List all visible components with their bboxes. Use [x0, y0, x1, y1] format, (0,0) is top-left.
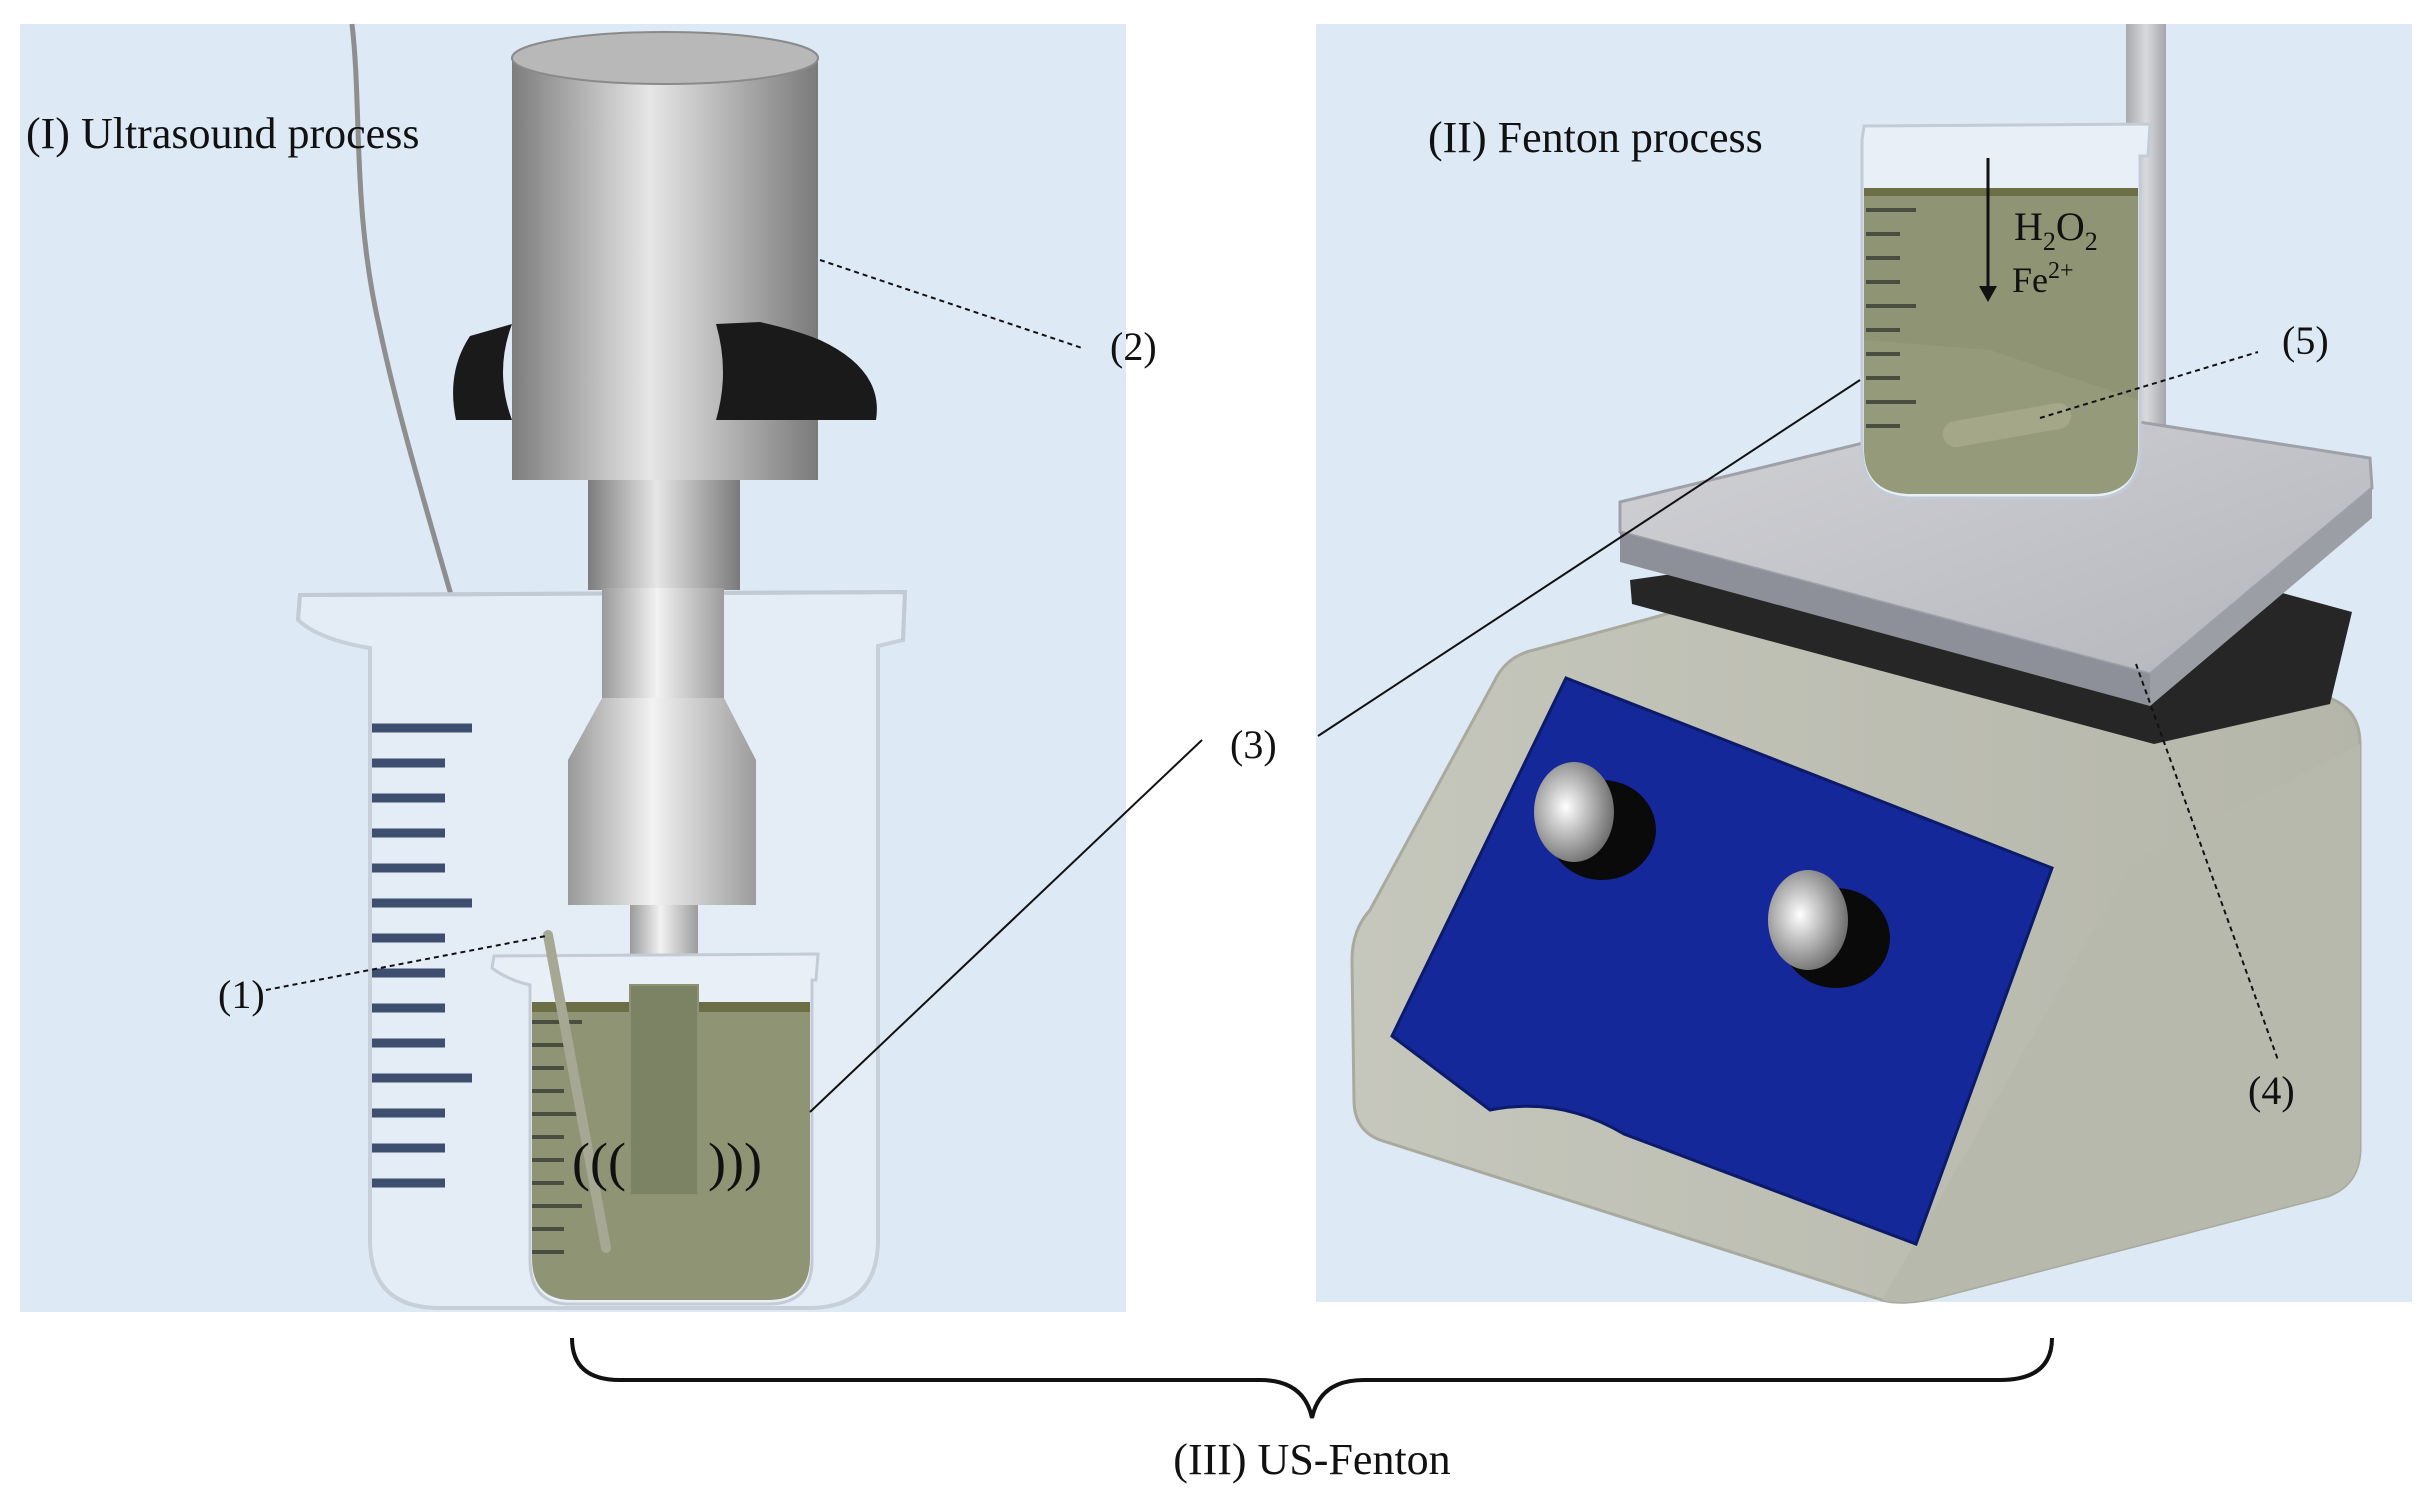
iron-ion-formula: Fe2+: [2012, 258, 2074, 300]
temperature-knob: [1768, 870, 1890, 988]
fenton-beaker: [1860, 122, 2152, 500]
transducer-clamp: [453, 322, 877, 420]
label-5-leader: [2039, 351, 2259, 419]
wave-right: ))): [708, 1132, 762, 1192]
label-3-leader-left: [809, 739, 1203, 1113]
outer-beaker-graduations: [372, 723, 472, 1188]
label-stir-bar: (5): [2282, 318, 2329, 363]
fenton-beaker-graduations: [1866, 208, 1916, 428]
label-2-leader: [819, 259, 1083, 349]
combined-process-brace: [570, 1337, 2054, 1419]
ultrasound-process-title: (I) Ultrasound process: [26, 109, 419, 158]
sample-beaker-graduations: [532, 1020, 582, 1254]
label-transducer: (2): [1110, 324, 1157, 369]
magnetic-stir-bar: [1942, 402, 2072, 448]
fenton-liquid-surface: [1864, 188, 2138, 196]
horn-probe-tip: [629, 984, 699, 1196]
label-sample: (3): [1230, 722, 1277, 767]
label-probe: (1): [218, 972, 265, 1017]
stirrer-speed-knob: [1534, 762, 1656, 880]
wave-left: (((: [572, 1132, 626, 1192]
fenton-process-title: (II) Fenton process: [1428, 113, 1763, 162]
temperature-probe: [543, 930, 611, 1253]
label-1-leader: [265, 935, 547, 991]
reagent-arrow-head: [1979, 286, 1997, 302]
h2o2-formula: H2O2: [2014, 204, 2098, 256]
label-hotplate: (4): [2248, 1068, 2295, 1113]
label-4-leader: [2135, 663, 2279, 1061]
label-3-leader-right: [1317, 379, 1861, 737]
ultrasonic-horn: [568, 588, 756, 985]
us-fenton-title: (III) US-Fenton: [1173, 1435, 1450, 1484]
hotplate-stirrer: [1350, 402, 2374, 1304]
